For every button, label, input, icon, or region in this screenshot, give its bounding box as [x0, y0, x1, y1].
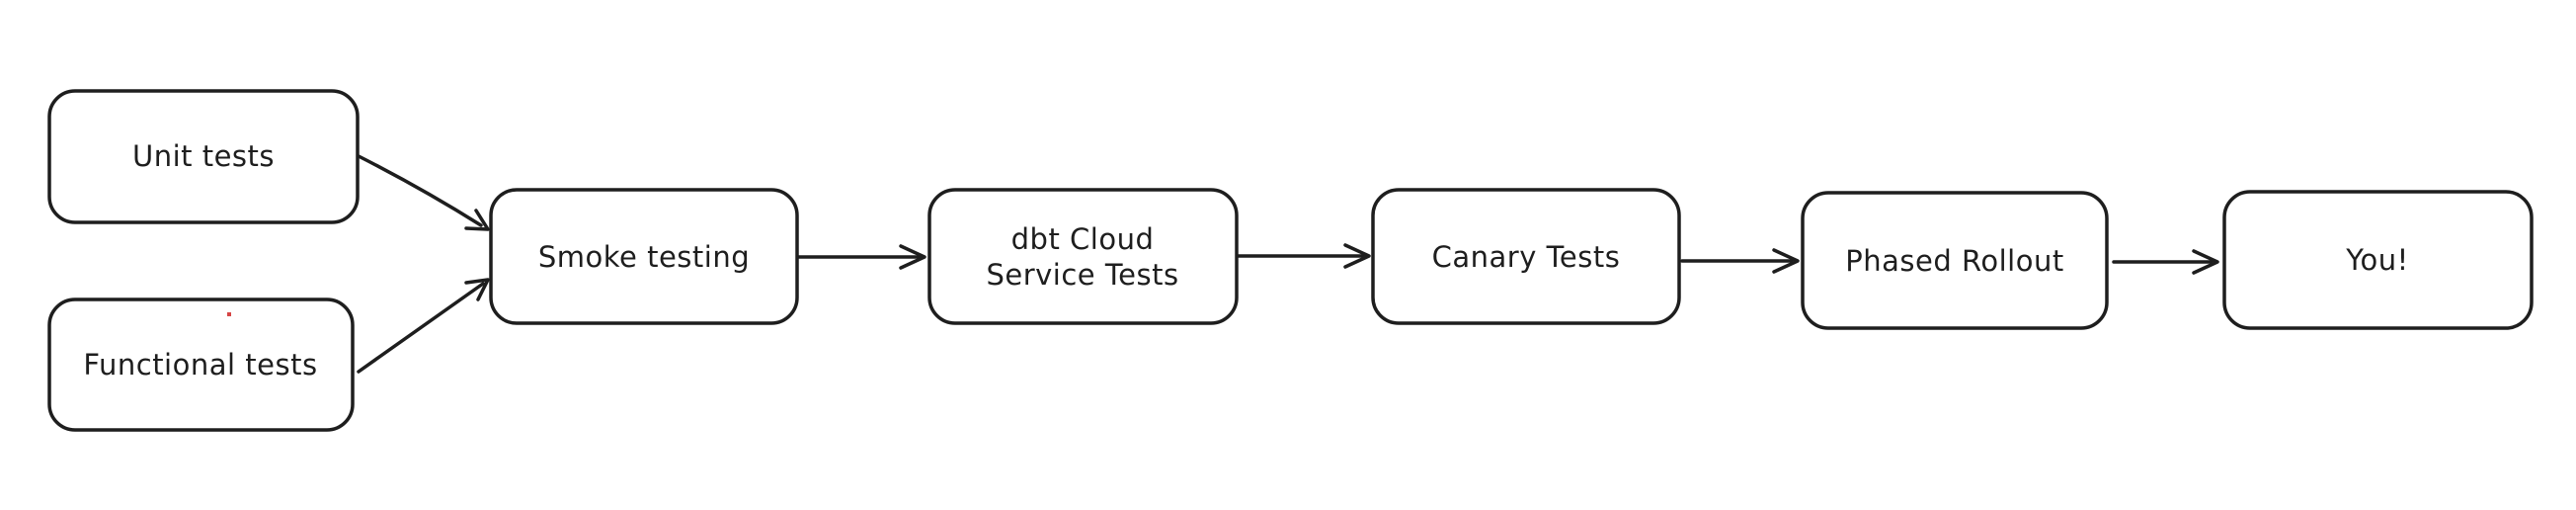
edge-unit-tests-to-smoke-testing: [357, 154, 490, 231]
edge-functional-tests-to-smoke-testing: [357, 278, 490, 374]
node-smoke-testing: Smoke testing: [489, 188, 799, 325]
edge-phased-rollout-to-you: [2112, 249, 2219, 275]
arrow-shaft: [357, 154, 483, 227]
node-box: [2222, 190, 2534, 330]
arrow-head-icon: [899, 244, 926, 270]
arrow-shaft: [357, 282, 485, 374]
node-box: [47, 298, 355, 432]
edge-smoke-testing-to-dbt-cloud-service-tests: [796, 244, 926, 270]
node-label-line-1: dbt Cloud: [1011, 222, 1155, 256]
node-you: You!: [2222, 190, 2534, 330]
edge-canary-tests-to-phased-rollout: [1680, 248, 1800, 274]
node-functional-tests: Functional tests: [47, 298, 355, 432]
arrow-head-icon: [464, 278, 490, 301]
node-phased-rollout: Phased Rollout: [1801, 191, 2109, 330]
node-label: Unit tests: [132, 139, 275, 173]
node-box: [489, 188, 799, 325]
node-label: Smoke testing: [538, 240, 750, 274]
edge-dbt-cloud-service-tests-to-canary-tests: [1236, 243, 1371, 269]
node-dbt-cloud-service-tests: dbt Cloud Service Tests: [927, 188, 1239, 325]
node-unit-tests: Unit tests: [47, 89, 360, 224]
node-box: [1801, 191, 2109, 330]
node-box: [1371, 188, 1681, 325]
node-box: [47, 89, 360, 224]
red-dot-artifact: [227, 312, 231, 316]
node-label: You!: [2345, 243, 2409, 277]
node-canary-tests: Canary Tests: [1371, 188, 1681, 325]
arrow-head-icon: [1343, 243, 1371, 269]
arrow-head-icon: [2192, 249, 2219, 275]
node-label: Canary Tests: [1432, 240, 1621, 274]
arrow-head-icon: [464, 209, 490, 231]
arrow-head-icon: [1772, 248, 1800, 274]
node-label: Functional tests: [83, 348, 317, 382]
node-label-line-2: Service Tests: [986, 258, 1178, 292]
node-box: [927, 188, 1239, 325]
node-label: Phased Rollout: [1845, 244, 2063, 278]
